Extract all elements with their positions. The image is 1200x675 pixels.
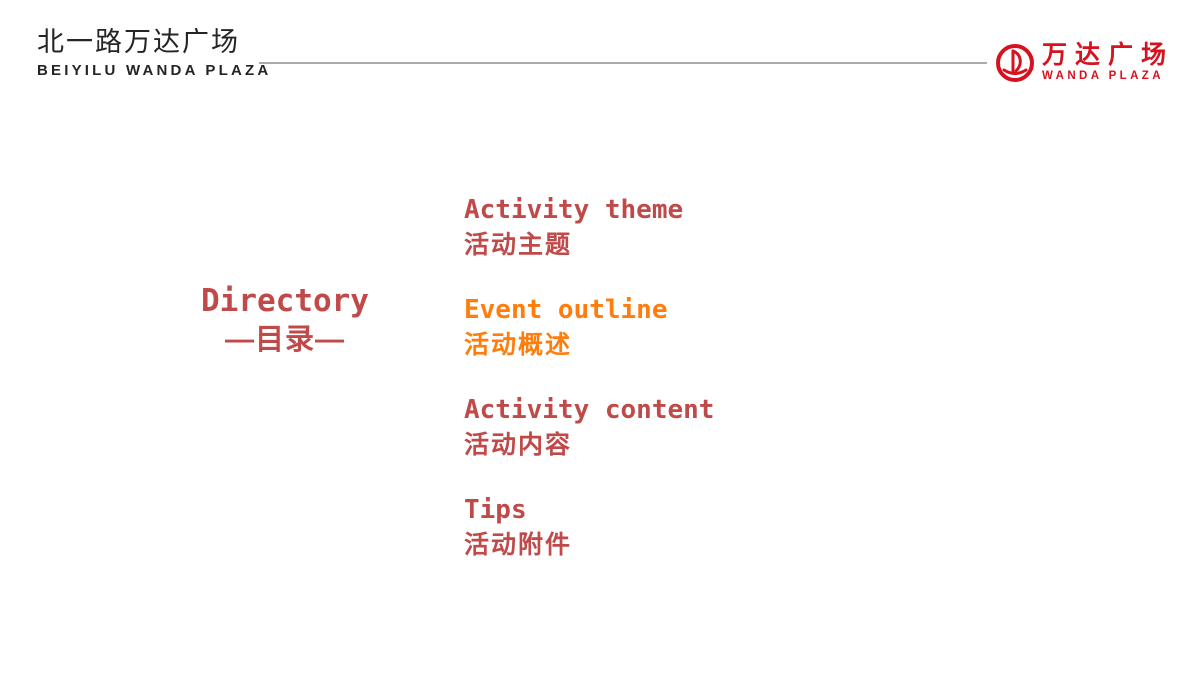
toc-item-activity-content: Activity content 活动内容 (464, 392, 714, 462)
toc-item-label-cn: 活动概述 (464, 331, 573, 359)
toc-item-label-cn: 活动内容 (464, 431, 573, 459)
wanda-plaza-logo: 万达广场 WANDA PLAZA (995, 42, 1174, 83)
wanda-logo-text-cn: 万达广场 (1042, 41, 1175, 69)
directory-title: Directory (201, 283, 369, 319)
toc-list: Activity theme 活动主题 Event outline 活动概述 A… (464, 192, 714, 592)
directory-subtitle: —目录— (224, 324, 345, 356)
directory-heading: Directory —目录— (172, 283, 398, 356)
toc-item-label-cn: 活动附件 (464, 531, 573, 559)
toc-item-label-en: Event outline (464, 295, 668, 325)
toc-item-label-cn: 活动主题 (464, 231, 573, 259)
wanda-logo-text-en: WANDA PLAZA (1042, 70, 1164, 82)
toc-item-event-outline: Event outline 活动概述 (464, 292, 714, 362)
header-brand: 北一路万达广场 BEIYILU WANDA PLAZA (37, 26, 271, 79)
header-divider-line (259, 62, 987, 64)
wanda-sail-logo-icon (996, 44, 1034, 82)
brand-title-cn: 北一路万达广场 (37, 27, 240, 57)
toc-item-label-en: Activity theme (464, 195, 684, 225)
brand-title-en: BEIYILU WANDA PLAZA (37, 62, 272, 79)
toc-item-label-en: Tips (464, 495, 527, 525)
wanda-logo-wordmark: 万达广场 WANDA PLAZA (1042, 42, 1174, 82)
toc-item-label-en: Activity content (464, 395, 715, 425)
toc-item-activity-theme: Activity theme 活动主题 (464, 192, 714, 262)
toc-item-tips: Tips 活动附件 (464, 492, 714, 562)
